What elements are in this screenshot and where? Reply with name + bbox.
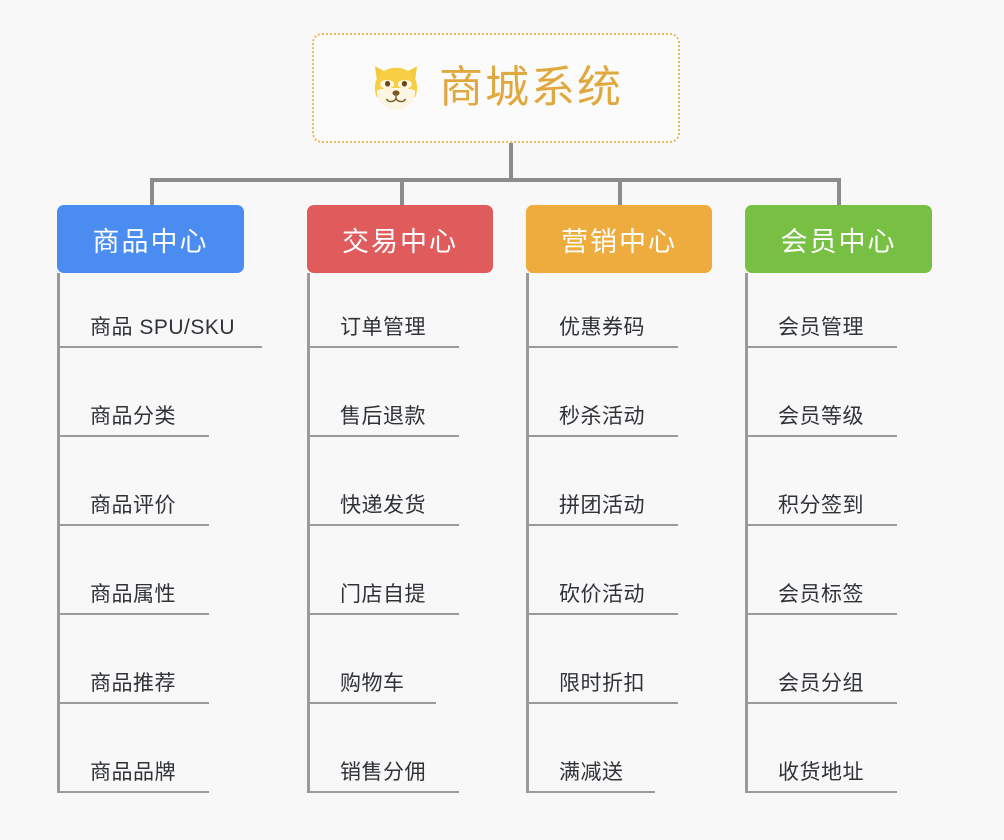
leaf-item-rule xyxy=(57,791,209,793)
category-header-product-center[interactable]: 商品中心 xyxy=(57,205,244,273)
category-header-label: 交易中心 xyxy=(342,226,458,257)
category-header-member-center[interactable]: 会员中心 xyxy=(745,205,932,273)
leaf-item-rule xyxy=(526,791,655,793)
root-node[interactable]: 商城系统 xyxy=(312,33,680,143)
leaf-item-label: 快递发货 xyxy=(340,494,426,517)
leaf-item-rule xyxy=(745,524,897,526)
leaf-item-label: 商品推荐 xyxy=(90,672,176,695)
leaf-item-rule xyxy=(307,702,436,704)
drop-line-trade-center xyxy=(400,178,404,205)
leaf-item-label: 会员等级 xyxy=(778,405,864,428)
leaf-item-label: 积分签到 xyxy=(778,494,864,517)
leaf-item-rule xyxy=(526,524,678,526)
leaf-item-rule xyxy=(745,346,897,348)
leaf-item-label: 门店自提 xyxy=(340,583,426,606)
category-header-label: 营销中心 xyxy=(561,226,677,257)
leaf-item-rule xyxy=(307,791,459,793)
leaf-item-rule xyxy=(526,435,678,437)
leaf-item-label: 购物车 xyxy=(340,672,405,695)
leaf-item-rule xyxy=(57,524,209,526)
leaf-item-rule xyxy=(526,346,678,348)
column-spine-marketing-center xyxy=(526,273,529,793)
leaf-item-rule xyxy=(307,524,459,526)
category-header-trade-center[interactable]: 交易中心 xyxy=(307,205,493,273)
leaf-item-rule xyxy=(57,702,209,704)
leaf-item-label: 秒杀活动 xyxy=(559,405,645,428)
drop-line-product-center xyxy=(150,178,154,205)
leaf-item-label: 商品评价 xyxy=(90,494,176,517)
leaf-item-label: 销售分佣 xyxy=(340,761,426,784)
column-spine-member-center xyxy=(745,273,748,793)
leaf-item-rule xyxy=(745,791,897,793)
leaf-item-rule xyxy=(57,435,209,437)
leaf-item-label: 砍价活动 xyxy=(559,583,645,606)
leaf-item-rule xyxy=(745,702,897,704)
leaf-item-label: 商品 SPU/SKU xyxy=(90,316,236,339)
leaf-item-label: 商品分类 xyxy=(90,405,176,428)
leaf-item-rule xyxy=(307,435,459,437)
leaf-item-label: 会员标签 xyxy=(778,583,864,606)
horizontal-bus xyxy=(150,178,841,182)
leaf-item-label: 优惠券码 xyxy=(559,316,645,339)
root-stem xyxy=(509,143,513,182)
leaf-item-rule xyxy=(745,435,897,437)
category-header-label: 会员中心 xyxy=(780,226,897,257)
leaf-item-label: 商品属性 xyxy=(90,583,176,606)
leaf-item-rule xyxy=(307,346,459,348)
category-header-marketing-center[interactable]: 营销中心 xyxy=(526,205,712,273)
leaf-item-label: 订单管理 xyxy=(340,316,426,339)
leaf-item-label: 拼团活动 xyxy=(559,494,645,517)
column-spine-product-center xyxy=(57,273,60,793)
leaf-item-label: 满减送 xyxy=(559,761,624,784)
leaf-item-label: 售后退款 xyxy=(340,405,426,428)
leaf-item-label: 会员管理 xyxy=(778,316,864,339)
drop-line-member-center xyxy=(837,178,841,205)
category-header-label: 商品中心 xyxy=(92,226,209,257)
leaf-item-rule xyxy=(526,613,678,615)
leaf-item-label: 会员分组 xyxy=(778,672,864,695)
leaf-item-rule xyxy=(57,346,262,348)
leaf-item-label: 商品品牌 xyxy=(90,761,176,784)
leaf-item-rule xyxy=(526,702,678,704)
drop-line-marketing-center xyxy=(618,178,622,205)
leaf-item-rule xyxy=(307,613,459,615)
shiba-dog-face-icon xyxy=(374,66,418,110)
leaf-item-rule xyxy=(57,613,209,615)
leaf-item-label: 收货地址 xyxy=(778,761,864,784)
column-spine-trade-center xyxy=(307,273,310,793)
leaf-item-label: 限时折扣 xyxy=(559,672,645,695)
root-title: 商城系统 xyxy=(439,63,623,112)
leaf-item-rule xyxy=(745,613,897,615)
